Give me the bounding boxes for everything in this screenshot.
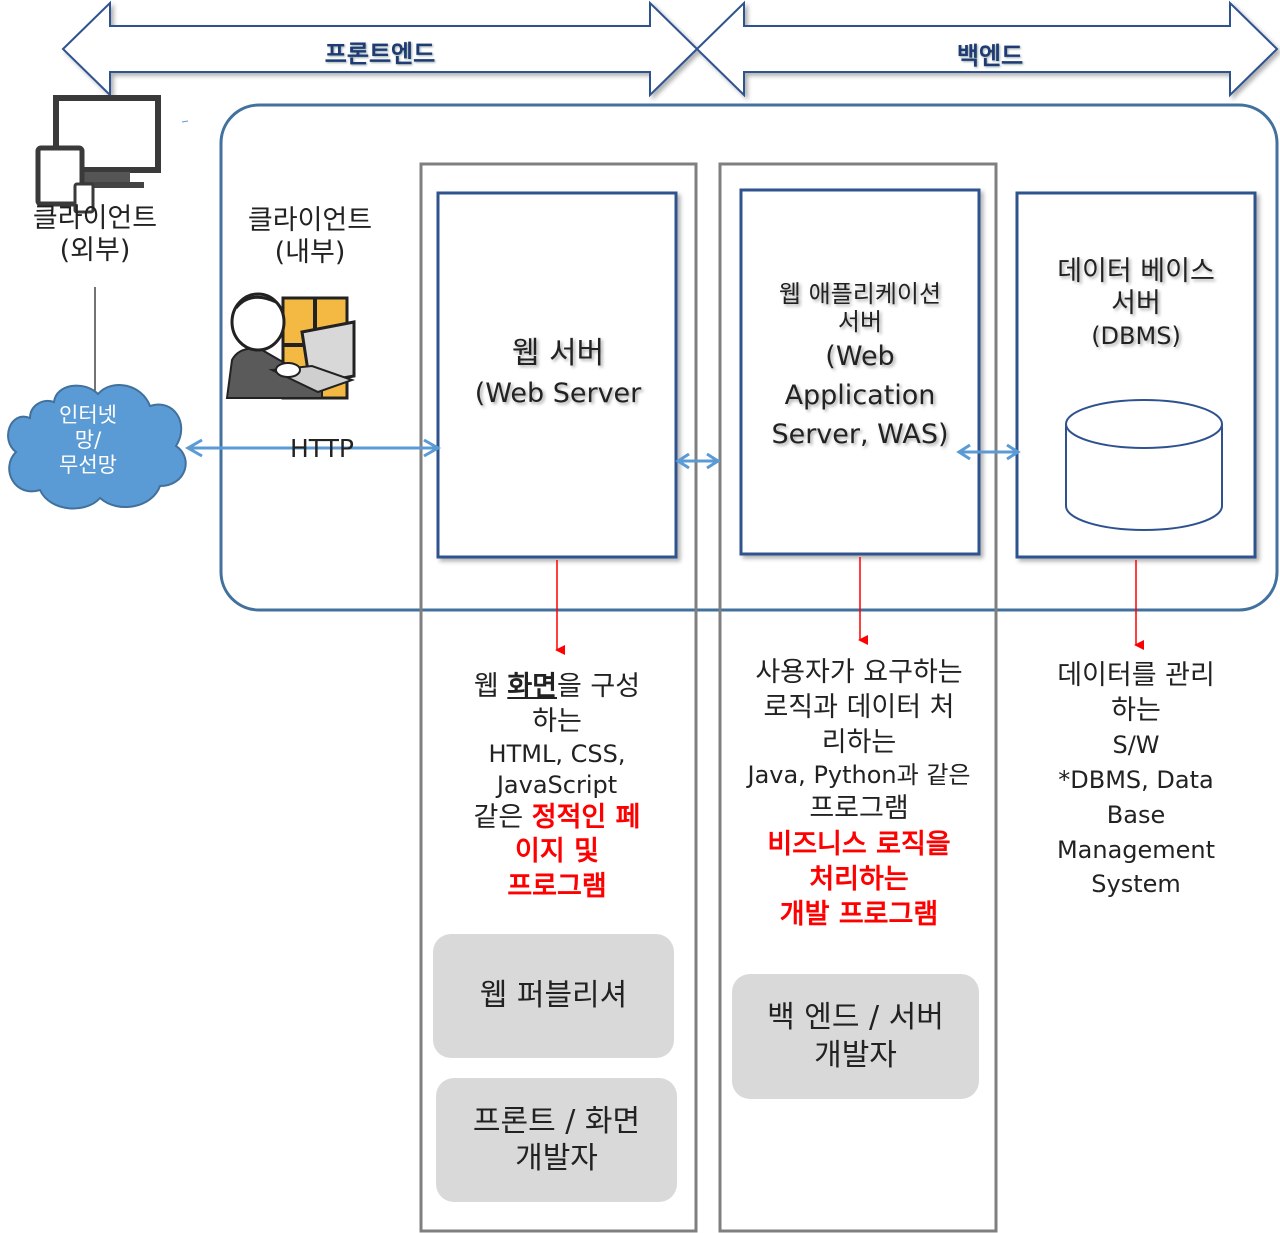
- backend-dev-box: 백 엔드 / 서버 개발자: [732, 974, 979, 1099]
- backend-dev-line1: 백 엔드 / 서버: [767, 1000, 944, 1035]
- db-desc-line5: Base: [1106, 800, 1166, 829]
- web-desc-line7: 프로그램: [507, 870, 607, 902]
- client-internal-line1: 클라이언트: [247, 205, 373, 236]
- web-server-line1: 웹 서버: [511, 336, 605, 371]
- db-desc: 데이터를 관리 하는 S/W *DBMS, Data Base Manageme…: [1010, 658, 1262, 902]
- was-line2: 서버: [837, 308, 883, 337]
- was-desc-line3: 리하는: [821, 727, 897, 759]
- cloud-label: 인터넷 망/ 무선망: [28, 403, 148, 479]
- web-server-label: 웹 서버 (Web Server: [440, 333, 676, 413]
- db-desc-line3: S/W: [1112, 731, 1160, 760]
- devices-icon: [35, 95, 161, 214]
- was-desc-line5: 프로그램: [809, 793, 909, 825]
- backend-dev-line2: 개발자: [814, 1037, 897, 1073]
- was-desc-line1: 사용자가 요구하는: [755, 657, 963, 688]
- db-desc-line1: 데이터를 관리: [1057, 660, 1215, 691]
- was-line5: Server, WAS): [771, 418, 949, 450]
- was-desc-line7: 처리하는: [809, 863, 909, 895]
- web-server-line2: (Web Server: [474, 378, 642, 409]
- frontend-dev-line2: 개발자: [515, 1141, 598, 1176]
- web-was-connector: [675, 452, 721, 470]
- was-line1: 웹 애플리케이션: [778, 280, 942, 308]
- web-desc: 웹 화면을 구성 하는 HTML, CSS, JavaScript 같은 정적인…: [430, 670, 684, 904]
- system-frame: [219, 103, 1279, 612]
- db-server-line1: 데이터 베이스: [1057, 256, 1215, 287]
- internet-cloud-icon: [7, 384, 187, 510]
- frontend-dev-box: 프론트 / 화면 개발자: [436, 1078, 677, 1202]
- was-desc-line4: Java, Python과 같은: [747, 761, 971, 790]
- db-desc-line6: Management: [1056, 835, 1216, 864]
- web-desc-line5-red: 정적인 페: [531, 801, 641, 833]
- web-desc-line1: 웹 화면을 구성: [430, 670, 684, 705]
- backend-arrow: [695, 0, 1279, 98]
- was-desc-line8: 개발 프로그램: [779, 898, 939, 930]
- db-server-line2: 서버: [1111, 287, 1161, 319]
- client-external-line2: (외부): [59, 234, 131, 266]
- person-laptop-icon: [225, 292, 356, 400]
- backend-column: [718, 162, 998, 1233]
- client-internal-line2: (내부): [274, 236, 346, 268]
- web-desc-line4: JavaScript: [496, 770, 618, 799]
- cloud-line1: 인터넷: [59, 403, 117, 427]
- db-desc-line7: System: [1091, 870, 1181, 899]
- cloud-line3: 무선망: [59, 453, 117, 478]
- web-publisher-box: 웹 퍼블리셔: [433, 934, 674, 1058]
- db-server-label: 데이터 베이스 서버 (DBMS): [1017, 256, 1255, 350]
- web-desc-line3: HTML, CSS,: [488, 740, 626, 769]
- web-desc-line2: 하는: [532, 705, 582, 737]
- web-desc-line1-bold: 화면: [507, 671, 557, 702]
- was-box: [739, 188, 981, 556]
- web-desc-line1-post: 을 구성: [557, 671, 641, 702]
- was-db-connector: [956, 443, 1021, 461]
- cloud-line2: 망/: [74, 428, 102, 453]
- was-label: 웹 애플리케이션 서버 (Web Application Server, WAS…: [741, 280, 979, 454]
- frontend-dev-line1: 프론트 / 화면: [472, 1103, 641, 1139]
- was-desc-line6: 비즈니스 로직을: [767, 828, 951, 860]
- frontend-column: [419, 162, 698, 1233]
- web-desc-line5: 같은 정적인 페: [430, 801, 684, 836]
- was-desc: 사용자가 요구하는 로직과 데이터 처 리하는 Java, Python과 같은…: [722, 655, 996, 932]
- db-desc-line4: *DBMS, Data: [1058, 765, 1214, 794]
- backend-label: 백엔드: [956, 42, 1024, 70]
- client-external-line1: 클라이언트: [32, 203, 158, 234]
- web-desc-line1-pre: 웹: [473, 671, 508, 702]
- was-line4: Application: [784, 379, 936, 411]
- db-server-line3: (DBMS): [1091, 321, 1181, 350]
- web-server-box: [436, 191, 678, 559]
- client-internal-label: 클라이언트 (내부): [215, 205, 405, 269]
- db-desc-line2: 하는: [1111, 695, 1161, 727]
- was-line3: (Web: [825, 340, 895, 372]
- database-cylinder-icon: [1065, 399, 1223, 531]
- web-publisher-label: 웹 퍼블리셔: [479, 978, 628, 1014]
- client-external-label: 클라이언트 (외부): [0, 203, 190, 267]
- web-desc-line6: 이지 및: [515, 836, 599, 868]
- http-connector: [184, 438, 442, 458]
- web-desc-line5-pre: 같은: [473, 801, 532, 833]
- frontend-label: 프론트엔드: [324, 40, 436, 68]
- http-label: HTTP: [290, 434, 354, 463]
- was-desc-line2: 로직과 데이터 처: [763, 692, 955, 724]
